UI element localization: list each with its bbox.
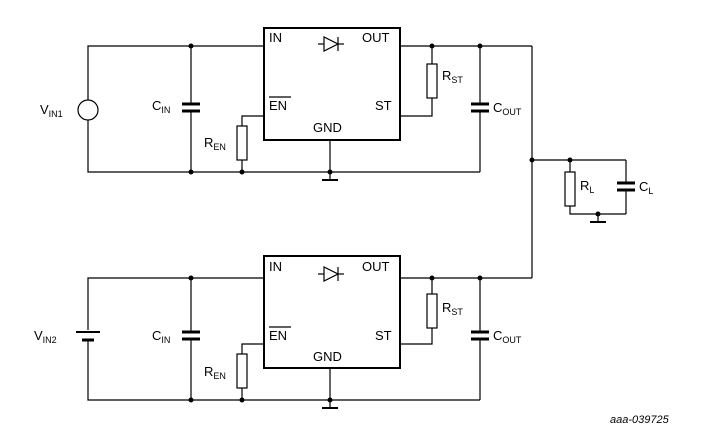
ic-top-pin-in: IN [269,30,282,45]
ic-bottom-pin-out: OUT [362,259,390,274]
ren-top-resistor [236,125,248,161]
cl-label: CL [639,179,653,196]
rst-bottom-resistor [426,293,438,329]
ic-bottom-pin-st: ST [375,328,392,343]
rl-resistor [564,171,576,207]
ren-bottom-resistor [236,353,248,389]
vin2-label: VIN2 [34,328,57,345]
cout-bottom-label: COUT [493,328,522,345]
ren-bottom-label: REN [204,364,226,381]
cout-top-label: COUT [493,100,522,117]
rst-top-resistor [426,63,438,99]
ic-top-pin-gnd: GND [313,120,342,135]
vin1-label: VIN1 [40,102,63,119]
ic-top-diode-icon [318,36,344,52]
ic-bottom-pin-gnd: GND [313,349,342,364]
ic-bottom-pin-en: EN [269,328,287,343]
load-circuit: RL CL [529,46,653,278]
figure-id: aaa-039725 [610,414,670,426]
ic-top-pin-st: ST [375,98,392,113]
rl-label: RL [580,178,594,195]
vin1-source-icon [77,99,99,121]
vin2-battery-icon [76,331,100,346]
cin-top-label: CIN [152,98,170,115]
rst-bottom-label: RST [442,300,463,317]
top-caption-fragment [180,0,510,6]
ic-top-pin-out: OUT [362,30,390,45]
bottom-regulator-circuit: IN OUT EN ST GND VIN2 CIN REN [34,255,532,409]
ic-bottom-diode-icon [318,266,344,282]
cin-bottom-label: CIN [152,328,170,345]
rst-top-label: RST [442,68,463,85]
top-regulator-circuit: IN OUT EN ST GND VIN1 CIN REN [40,27,532,181]
ic-bottom-pin-in: IN [269,259,282,274]
ren-top-label: REN [204,135,226,152]
ic-top-pin-en: EN [269,98,287,113]
